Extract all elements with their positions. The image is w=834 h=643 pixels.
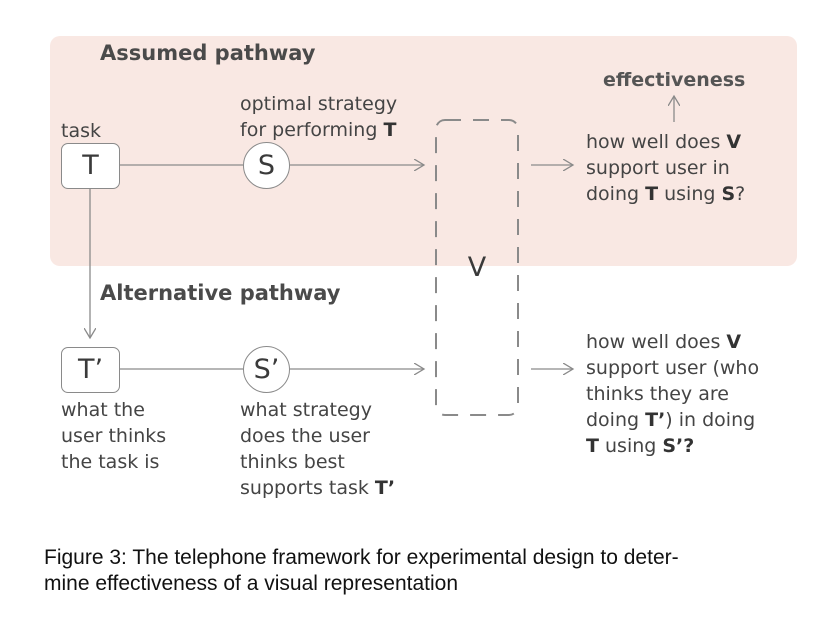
assumed-pathway-heading: Assumed pathway xyxy=(100,41,316,65)
alternative-question-line1: how well does V xyxy=(586,329,759,355)
optimal-strategy-label: optimal strategy for performing T xyxy=(240,91,397,143)
optimal-strategy-label-bold-t: T xyxy=(383,119,397,141)
task-node-t: T xyxy=(61,143,120,189)
alternative-question-bold-s-prime: S’? xyxy=(662,435,695,457)
user-strategy-label-bold-t-prime: T’ xyxy=(374,477,396,499)
alternative-question-line4: doing T’) in doing xyxy=(586,407,759,433)
assumed-question-line2: support user in xyxy=(586,157,730,179)
assumed-question-line3: doing T using S? xyxy=(586,181,745,207)
alternative-question-bold-t-prime: T’ xyxy=(645,409,666,431)
assumed-pathway-band xyxy=(50,36,797,266)
user-task-label-line: what the xyxy=(61,399,145,421)
alternative-question-line3: thinks they are xyxy=(586,383,729,405)
user-strategy-label-text: supports task xyxy=(240,477,375,499)
assumed-question-bold-t: T xyxy=(645,183,659,205)
alternative-question-bold-t: T xyxy=(586,435,599,457)
user-strategy-label-line: supports task T’ xyxy=(240,475,395,501)
user-strategy-label-line: does the user xyxy=(240,425,370,447)
alternative-question: how well does V support user (who thinks… xyxy=(586,329,759,459)
effectiveness-label: effectiveness xyxy=(603,69,746,91)
user-strategy-label: what strategy does the user thinks best … xyxy=(240,397,395,501)
task-label: task xyxy=(61,120,101,142)
task-node-t-prime: T’ xyxy=(61,347,120,393)
alternative-pathway-heading: Alternative pathway xyxy=(100,281,341,305)
user-task-label: what the user thinks the task is xyxy=(61,397,166,475)
alternative-question-text: using xyxy=(598,435,663,457)
assumed-question-bold-s: S xyxy=(721,183,736,205)
user-strategy-label-line: what strategy xyxy=(240,399,372,421)
visualization-dashed-box xyxy=(435,119,519,416)
optimal-strategy-label-text: for performing xyxy=(240,119,384,141)
alternative-question-text: ) in doing xyxy=(665,409,756,431)
figure-caption-line1: Figure 3: The telephone framework for ex… xyxy=(44,546,679,569)
alternative-question-line2: support user (who xyxy=(586,357,760,379)
optimal-strategy-label-line1: optimal strategy xyxy=(240,93,398,115)
user-task-label-line: user thinks xyxy=(61,425,167,447)
user-strategy-label-line: thinks best xyxy=(240,451,345,473)
assumed-question-text: doing xyxy=(586,183,646,205)
figure-caption-line2: mine effectiveness of a visual represent… xyxy=(44,572,459,595)
user-task-label-line: the task is xyxy=(61,451,160,473)
alternative-question-bold-v: V xyxy=(726,331,742,353)
assumed-question-text: using xyxy=(658,183,722,205)
figure-caption: Figure 3: The telephone framework for ex… xyxy=(44,545,679,597)
strategy-node-s-prime: S’ xyxy=(243,346,290,393)
assumed-question-text: ? xyxy=(735,183,746,205)
alternative-question-line5: T using S’? xyxy=(586,433,759,459)
assumed-question-line1: how well does V xyxy=(586,129,745,155)
alternative-question-text: doing xyxy=(586,409,646,431)
assumed-question-bold-v: V xyxy=(726,131,742,153)
alternative-question-text: how well does xyxy=(586,331,727,353)
assumed-question-text: how well does xyxy=(586,131,727,153)
assumed-question: how well does V support user in doing T … xyxy=(586,129,745,207)
optimal-strategy-label-line2: for performing T xyxy=(240,117,397,143)
strategy-node-s: S xyxy=(243,142,290,189)
visualization-node-v: V xyxy=(467,252,487,283)
